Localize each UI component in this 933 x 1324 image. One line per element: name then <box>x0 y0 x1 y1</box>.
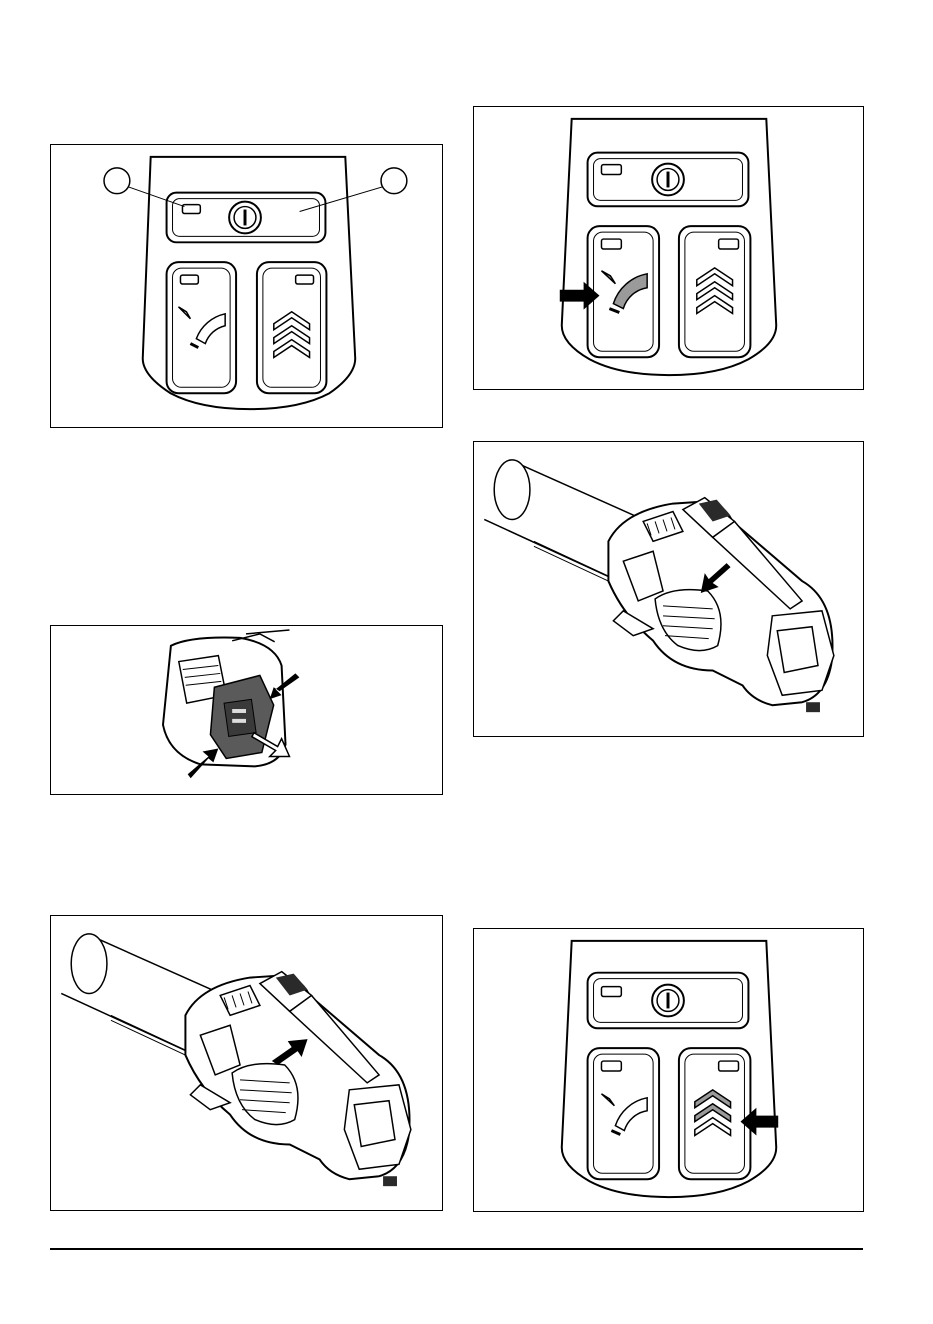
blower-icon <box>484 460 834 712</box>
led-indicator-icon <box>182 205 200 214</box>
figure-blower-top <box>473 441 864 737</box>
power-button-icon <box>652 985 684 1017</box>
keypad-boost-drawing <box>474 929 863 1211</box>
battery-release-drawing <box>51 626 442 794</box>
power-button-icon <box>229 202 261 234</box>
figure-battery-release <box>50 625 443 795</box>
figure-keypad-boost <box>473 928 864 1212</box>
power-button-icon <box>652 164 684 196</box>
keypad-speed-drawing <box>474 107 863 389</box>
keypad-overview-drawing <box>51 145 442 427</box>
blower-top-drawing <box>474 442 863 736</box>
callout-right <box>381 168 407 194</box>
blower-icon <box>61 934 411 1186</box>
battery-icon <box>210 675 273 758</box>
figure-keypad-speed <box>473 106 864 390</box>
figure-keypad-overview <box>50 144 443 428</box>
footer-rule <box>50 1248 863 1250</box>
blower-trigger-drawing <box>51 916 442 1210</box>
callout-left <box>104 168 130 194</box>
figure-blower-trigger <box>50 915 443 1211</box>
